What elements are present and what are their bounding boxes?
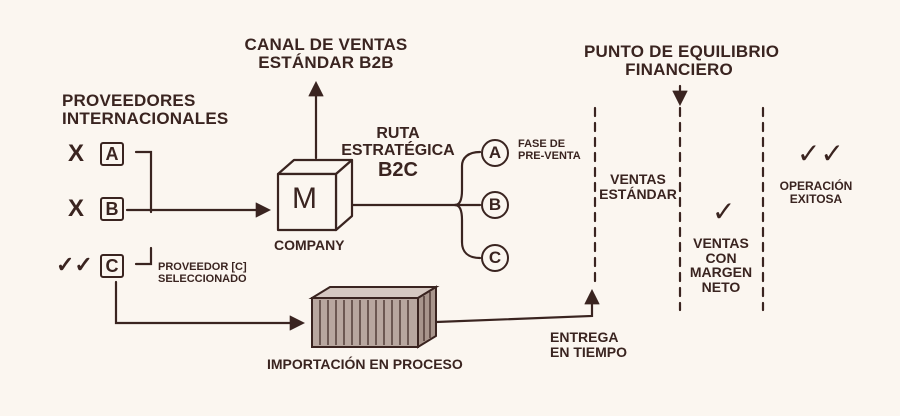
company-label: COMPANY	[274, 237, 345, 253]
double-check-icon: ✓✓	[797, 137, 844, 170]
importacion-label: IMPORTACIÓN EN PROCESO	[267, 356, 463, 372]
shipping-container-icon	[308, 285, 440, 349]
option-a: A	[481, 139, 509, 167]
proveedor-seleccionado-label: PROVEEDOR [C]SELECCIONADO	[158, 261, 247, 285]
x-mark-icon: X	[68, 140, 85, 167]
arrow-to-entrega	[434, 288, 600, 324]
check-icon: ✓	[712, 195, 736, 228]
option-c: C	[481, 244, 509, 272]
arrow-to-container	[114, 280, 306, 331]
option-b: B	[481, 191, 509, 219]
bracket-c-line	[134, 246, 153, 266]
double-check-icon: ✓✓	[56, 252, 93, 277]
company-letter: M	[292, 182, 317, 215]
supplier-c: C	[100, 254, 124, 278]
fork-c	[453, 203, 482, 260]
company-box-icon	[276, 158, 354, 232]
supplier-b: B	[100, 197, 124, 221]
bracket-line	[134, 150, 153, 214]
x-mark-icon: X	[68, 195, 85, 222]
fork-a	[453, 150, 482, 207]
supplier-a: A	[100, 142, 124, 166]
